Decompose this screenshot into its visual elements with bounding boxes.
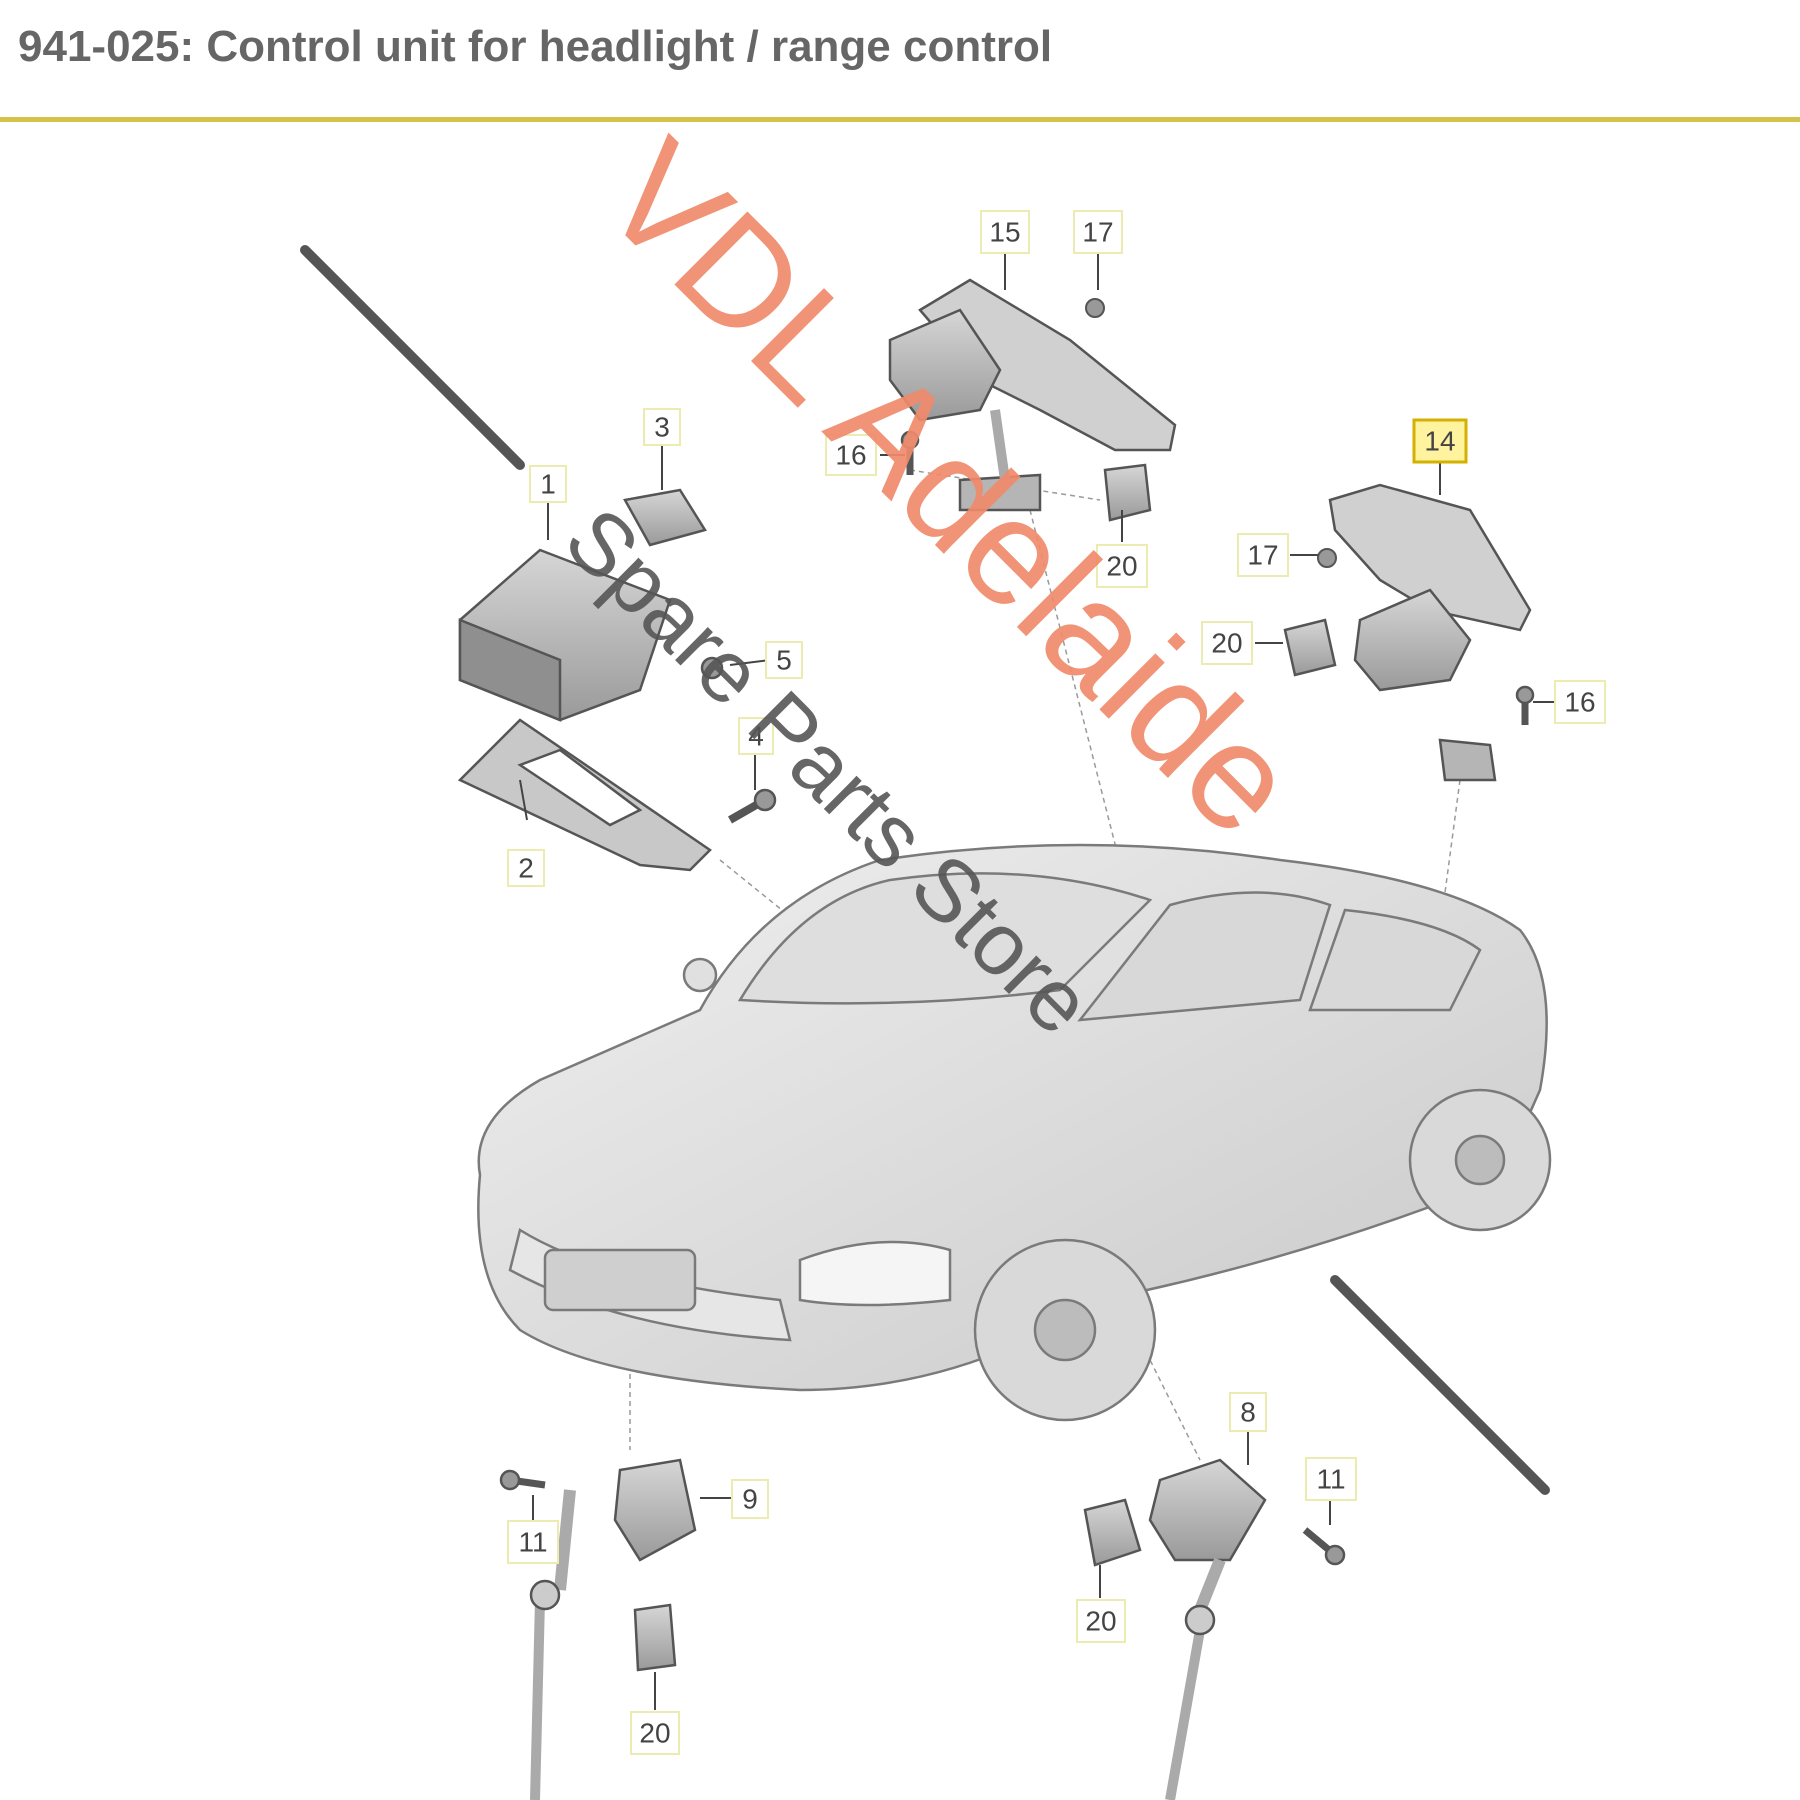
svg-text:20: 20 xyxy=(639,1718,670,1749)
svg-text:20: 20 xyxy=(1085,1606,1116,1637)
callout-20-bottom-right: 20 xyxy=(1076,1599,1126,1643)
svg-text:9: 9 xyxy=(742,1484,758,1515)
svg-text:3: 3 xyxy=(654,412,670,443)
svg-text:5: 5 xyxy=(776,645,792,676)
part-20-plug-left xyxy=(633,1603,677,1672)
svg-text:16: 16 xyxy=(835,440,866,471)
svg-text:11: 11 xyxy=(518,1527,547,1558)
callout-9: 9 xyxy=(731,1479,769,1519)
svg-text:15: 15 xyxy=(989,217,1020,248)
watermark-line1: VDL Adelaide xyxy=(572,109,1330,867)
part-11-bolt-right xyxy=(1302,1527,1346,1566)
callout-11-right: 11 xyxy=(1305,1457,1357,1501)
header: 941-025: Control unit for headlight / ra… xyxy=(0,0,1800,122)
svg-text:16: 16 xyxy=(1564,687,1595,718)
svg-text:4: 4 xyxy=(748,721,764,752)
callout-1: 1 xyxy=(529,465,567,503)
svg-text:17: 17 xyxy=(1082,217,1113,248)
callout-20-right: 20 xyxy=(1201,621,1253,665)
part-20-plug-top xyxy=(1103,463,1152,522)
callout-8: 8 xyxy=(1229,1392,1267,1432)
callout-20-top: 20 xyxy=(1096,544,1148,588)
scan-bars xyxy=(300,245,1550,1495)
callout-16-right: 16 xyxy=(1554,680,1606,724)
part-15-sensor xyxy=(888,278,1177,512)
part-3-connector xyxy=(623,488,707,547)
svg-text:20: 20 xyxy=(1106,551,1137,582)
part-11-bolt-left xyxy=(499,1469,546,1491)
callout-17-top: 17 xyxy=(1073,210,1123,254)
svg-text:14: 14 xyxy=(1424,426,1455,457)
part-20-plug-bottom-right xyxy=(1083,1498,1142,1567)
header-divider xyxy=(0,117,1800,122)
part-17-nut-right xyxy=(1317,548,1337,568)
callout-3: 3 xyxy=(643,408,681,446)
svg-text:20: 20 xyxy=(1211,628,1242,659)
callout-4: 4 xyxy=(738,717,774,755)
callout-14: 14 xyxy=(1412,418,1468,464)
callout-16-top: 16 xyxy=(825,434,877,476)
page-title: 941-025: Control unit for headlight / ra… xyxy=(18,22,1053,71)
svg-text:11: 11 xyxy=(1316,1464,1345,1495)
svg-text:1: 1 xyxy=(540,469,556,500)
callout-17-right: 17 xyxy=(1237,533,1289,577)
part-9-sensor xyxy=(529,1458,697,1800)
car-illustration xyxy=(477,843,1552,1422)
part-1-control-unit xyxy=(458,548,672,722)
callout-2: 2 xyxy=(507,849,545,887)
callout-15: 15 xyxy=(980,210,1030,254)
part-2-bracket xyxy=(457,718,712,872)
part-17-nut-top xyxy=(1085,298,1105,318)
part-4-bolt xyxy=(728,788,777,824)
svg-text:8: 8 xyxy=(1240,1397,1256,1428)
part-20-plug-right xyxy=(1283,618,1337,677)
callout-20-bottom-left: 20 xyxy=(630,1711,680,1755)
svg-text:2: 2 xyxy=(518,853,534,884)
callout-leaders xyxy=(519,253,1555,1710)
part-14-sensor xyxy=(1328,483,1532,782)
part-16-bolt-top xyxy=(900,430,920,475)
callout-5: 5 xyxy=(765,641,803,679)
part-16-bolt-right xyxy=(1515,685,1535,725)
part-5-nut xyxy=(700,656,724,680)
part-8-sensor xyxy=(1148,1458,1267,1800)
svg-text:17: 17 xyxy=(1247,540,1278,571)
callout-11-left: 11 xyxy=(507,1520,559,1564)
